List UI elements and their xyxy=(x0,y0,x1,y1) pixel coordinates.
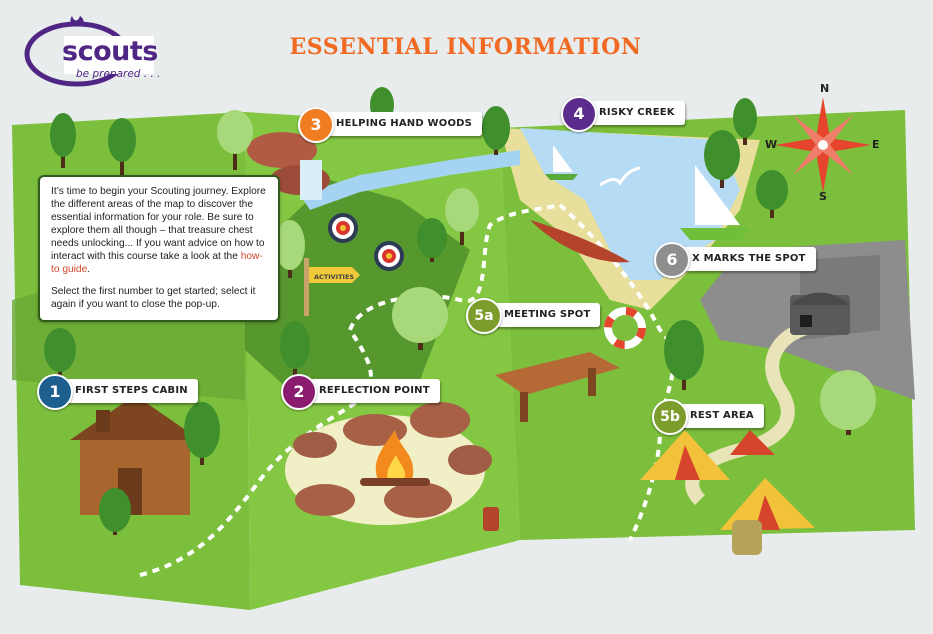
tree xyxy=(392,287,448,350)
padlock-icon xyxy=(800,315,812,327)
sailboat-hull xyxy=(680,228,750,240)
tree xyxy=(733,98,757,145)
rock xyxy=(410,402,470,438)
tree xyxy=(99,488,131,535)
campfire-log xyxy=(360,478,430,486)
signpost-board xyxy=(309,267,360,283)
hotspot-3-badge[interactable]: 3 xyxy=(298,107,334,143)
sailboat-small-hull xyxy=(545,174,578,180)
treasure-chest-lid xyxy=(790,292,850,305)
tree xyxy=(275,220,305,278)
hotspot-5b-badge[interactable]: 5b xyxy=(652,399,688,435)
hotspot-2-badge[interactable]: 2 xyxy=(281,374,317,410)
signpost-label: ACTIVITIES xyxy=(314,273,354,281)
logo-swoosh xyxy=(24,16,154,87)
picnic-table-leg xyxy=(588,368,596,396)
rock xyxy=(293,432,337,458)
life-ring-stripe xyxy=(604,307,646,349)
fleur-de-lis-icon xyxy=(70,16,84,26)
hotspot-1-label[interactable]: FIRST STEPS CABIN xyxy=(49,379,198,403)
backpack xyxy=(732,520,762,555)
scouts-logo: scouts be prepared . . . xyxy=(22,14,162,94)
signpost-pole xyxy=(304,258,309,316)
hotspot-6-label[interactable]: X MARKS THE SPOT xyxy=(666,247,816,271)
cabin-chimney xyxy=(96,410,110,432)
intro-paragraph-2: Select the first number to get started; … xyxy=(51,286,256,310)
rock xyxy=(448,445,492,475)
lake xyxy=(520,128,740,280)
archery-target xyxy=(374,241,404,271)
tree xyxy=(445,188,479,245)
rock xyxy=(295,484,355,516)
tree xyxy=(50,113,76,168)
sailboat-small-sail xyxy=(553,145,573,172)
tent-door xyxy=(755,495,780,530)
compass-west-label: W xyxy=(765,138,778,151)
tree xyxy=(280,321,310,375)
tent xyxy=(730,430,775,455)
tree xyxy=(108,118,136,175)
compass-south-label: S xyxy=(819,190,827,203)
intro-text: It’s time to begin your Scouting journey… xyxy=(51,186,266,262)
tree xyxy=(217,110,253,170)
picnic-table-top xyxy=(495,352,620,395)
hotspot-3-label[interactable]: HELPING HAND WOODS xyxy=(310,112,483,136)
tree xyxy=(820,370,876,435)
hotspot-1-badge[interactable]: 1 xyxy=(37,374,73,410)
tree xyxy=(44,328,76,385)
tree xyxy=(664,320,704,390)
tree xyxy=(184,402,220,465)
logo-tagline: be prepared . . . xyxy=(76,68,161,80)
archery-target xyxy=(328,213,358,243)
canoe xyxy=(530,220,630,263)
compass-east-label: E xyxy=(872,138,880,151)
hotspot-6-badge[interactable]: 6 xyxy=(654,242,690,278)
tree xyxy=(704,130,740,188)
tent-door xyxy=(675,445,700,480)
intro-paragraph-1: It’s time to begin your Scouting journey… xyxy=(51,185,269,276)
trail-path xyxy=(139,203,676,577)
waterfall-rock xyxy=(247,132,317,168)
seagull xyxy=(599,166,641,187)
hotspot-2-label[interactable]: REFLECTION POINT xyxy=(293,379,440,403)
tree xyxy=(417,218,447,262)
logo-wordmark: scouts xyxy=(62,36,158,67)
waterfall xyxy=(300,160,322,200)
compass-rose xyxy=(775,97,871,193)
river xyxy=(300,150,520,210)
how-to-guide-link[interactable]: how-to guide xyxy=(51,251,263,275)
hotspot-4-badge[interactable]: 4 xyxy=(561,96,597,132)
tree xyxy=(482,106,510,155)
compass-north-label: N xyxy=(820,82,830,95)
intro-panel: It’s time to begin your Scouting journey… xyxy=(38,175,280,322)
page-title: ESSENTIAL INFORMATION xyxy=(289,34,642,60)
picnic-table-leg xyxy=(520,392,528,422)
sailboat-sail xyxy=(695,165,740,225)
lantern xyxy=(483,507,499,531)
campfire-flame-inner xyxy=(387,455,406,480)
hotspot-5a-badge[interactable]: 5a xyxy=(466,298,502,334)
campfire-flame xyxy=(375,430,414,480)
rock xyxy=(384,482,452,518)
intro-text-end: . xyxy=(87,264,91,275)
tree xyxy=(756,170,788,218)
